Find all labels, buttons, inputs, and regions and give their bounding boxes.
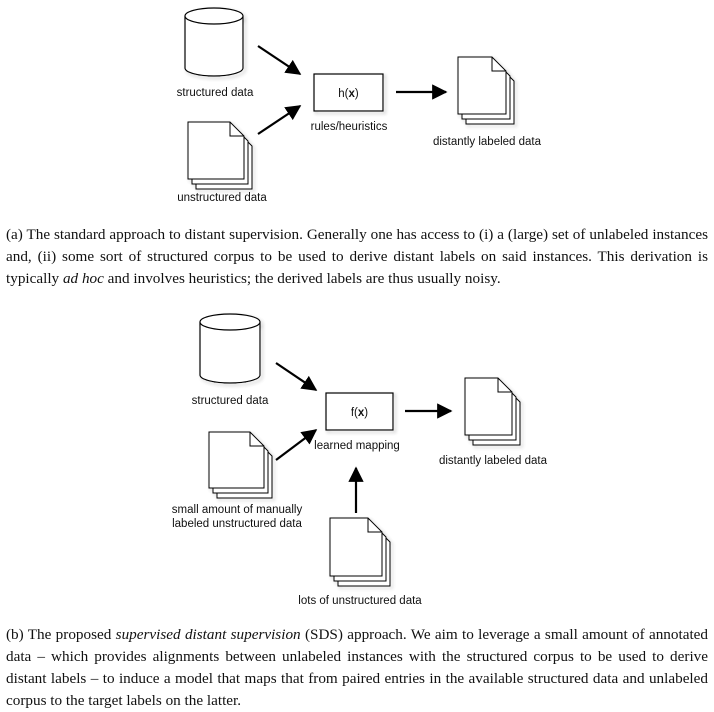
output-document-stack-icon	[457, 56, 515, 125]
caption-a-text-end: and involves heuristics; the derived lab…	[103, 270, 501, 287]
learned-mapping-label: learned mapping	[314, 440, 400, 452]
rules-heuristics-label: rules/heuristics	[311, 121, 388, 133]
structured-data-label: structured data	[177, 87, 254, 99]
learned-mapping-box	[325, 392, 394, 431]
caption-b-text-end: (SDS) approach. We aim to leverage a sma…	[6, 626, 708, 709]
caption-b-text: (b) The proposed	[6, 626, 116, 643]
manual-labeled-data-label-line1: small amount of manually	[172, 504, 303, 516]
database-cylinder-icon	[199, 313, 261, 384]
heuristics-box	[313, 73, 384, 112]
bulk-document-stack-icon	[329, 517, 391, 587]
arrow-structured-to-box	[275, 362, 318, 391]
box-function-text: h(x)	[338, 88, 359, 100]
caption-a-emphasis: ad hoc	[62, 270, 104, 287]
arrow-labeled-to-box	[275, 429, 318, 461]
distantly-labeled-data-label: distantly labeled data	[433, 136, 542, 148]
distantly-labeled-data-label: distantly labeled data	[439, 455, 548, 467]
unstructured-data-label: unstructured data	[177, 192, 267, 204]
figure-b: structured data small amount of manually…	[172, 313, 548, 607]
database-cylinder-icon	[184, 7, 244, 77]
lots-unstructured-data-label: lots of unstructured data	[298, 595, 422, 607]
output-document-stack-icon	[464, 377, 521, 446]
caption-b-emphasis: supervised distant supervision	[115, 626, 301, 643]
document-stack-icon	[187, 121, 253, 190]
figure-a: structured data unstructured data h(x) r…	[177, 7, 542, 204]
caption-a: (a) The standard approach to distant sup…	[6, 224, 708, 290]
box-function-text: f(x)	[351, 407, 368, 419]
structured-data-label: structured data	[192, 395, 269, 407]
caption-b: (b) The proposed supervised distant supe…	[6, 624, 708, 712]
document-stack-icon	[208, 431, 273, 499]
arrow-structured-to-box	[257, 45, 302, 75]
manual-labeled-data-label-line2: labeled unstructured data	[172, 518, 302, 530]
arrow-unstructured-to-box	[257, 105, 302, 135]
caption-a-text: (a) The standard approach to distant sup…	[6, 226, 708, 287]
